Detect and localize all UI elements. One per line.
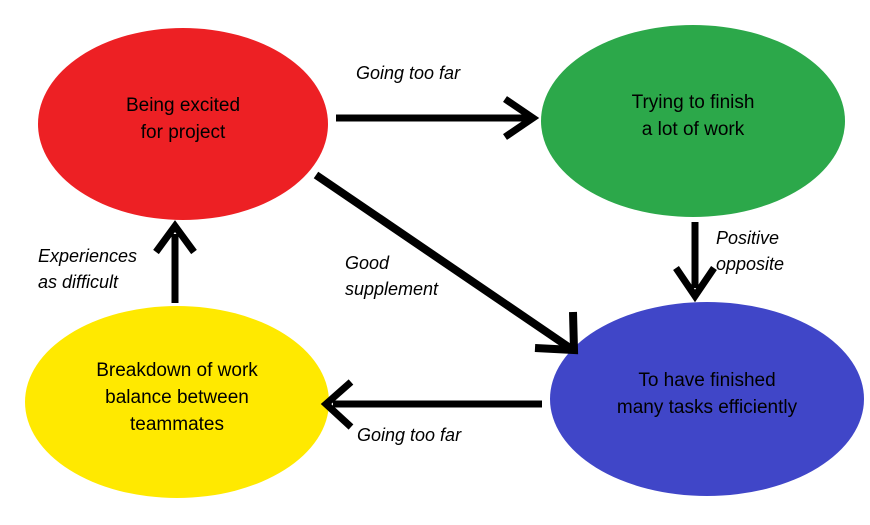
node-hit-breakdown-of-work[interactable]	[25, 306, 329, 498]
edge-trying-to-finished	[673, 222, 717, 303]
node-hit-being-excited[interactable]	[38, 28, 328, 220]
edge-label-excited-to-trying: Going too far	[356, 63, 461, 83]
node-to-have-finished[interactable]	[550, 302, 864, 496]
edge-excited-to-finished	[313, 171, 579, 355]
node-hit-to-have-finished[interactable]	[550, 302, 864, 496]
edge-breakdown-to-excited	[153, 220, 197, 303]
node-trying-to-finish[interactable]	[541, 25, 845, 217]
edge-finished-to-breakdown	[320, 379, 542, 430]
edge-excited-to-trying	[336, 96, 540, 140]
node-hit-trying-to-finish[interactable]	[541, 25, 845, 217]
node-being-excited[interactable]	[38, 28, 328, 220]
edge-label-trying-to-finished: Positive opposite	[716, 228, 785, 275]
edge-label-breakdown-to-excited: Experiences as difficult	[38, 246, 138, 293]
node-breakdown-of-work[interactable]	[25, 306, 329, 498]
edge-label-excited-to-finished: Good supplement	[345, 253, 439, 300]
edge-label-finished-to-breakdown: Going too far	[357, 425, 462, 445]
